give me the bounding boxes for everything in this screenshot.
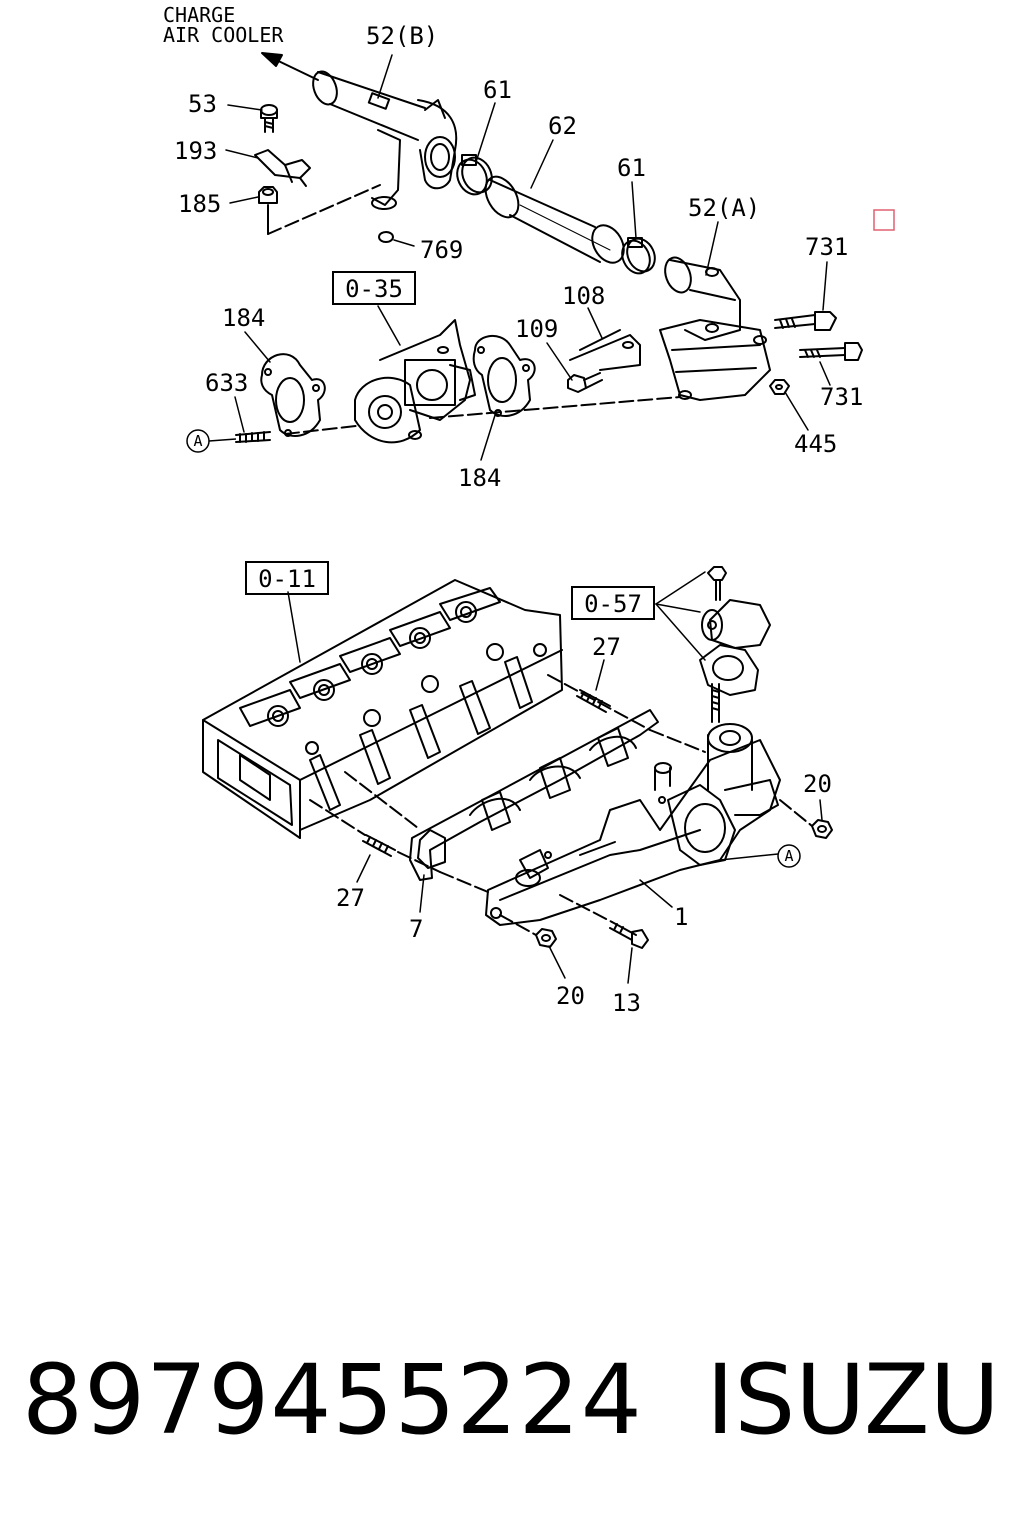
label-731-lower: 731: [820, 383, 863, 411]
note-charge: CHARGE: [163, 3, 235, 27]
label-193: 193: [174, 137, 217, 165]
alignment-lines-bottom: [309, 674, 813, 936]
egr-valve: [699, 566, 771, 696]
label-61-right: 61: [617, 154, 646, 182]
leader-lines-top: [225, 54, 831, 461]
hose-clamp-61-left: [456, 154, 493, 196]
washer-769: [378, 231, 394, 243]
charge-air-cooler-arrow: [261, 52, 319, 81]
nut-20-bottom: [535, 928, 557, 948]
nut-20-right: [811, 819, 833, 839]
reference-marker-a-bottom: A: [777, 844, 801, 868]
label-1: 1: [674, 903, 688, 931]
stud-633: [235, 431, 271, 443]
note-air-cooler: AIR COOLER: [163, 23, 284, 47]
intake-manifold: [485, 723, 781, 926]
svg-text:A: A: [784, 847, 793, 865]
egr-stud: [711, 683, 720, 723]
label-731-upper: 731: [805, 233, 848, 261]
nut-185: [258, 186, 278, 204]
label-62: 62: [548, 112, 577, 140]
nut-445: [769, 379, 790, 395]
stud-27-lower: [362, 834, 396, 857]
cylinder-head: [202, 579, 563, 839]
svg-text:0-57: 0-57: [584, 590, 642, 618]
alignment-line-top: [267, 184, 681, 435]
label-13: 13: [612, 989, 641, 1017]
bracket-108: [569, 329, 641, 371]
stud-27-upper: [576, 689, 611, 713]
hose-62: [484, 175, 625, 264]
bolt-13: [609, 921, 649, 949]
label-27-upper: 27: [592, 633, 621, 661]
clip-193: [254, 149, 311, 187]
label-20-right: 20: [803, 770, 832, 798]
label-61-left: 61: [483, 76, 512, 104]
bolt-731-lower: [799, 342, 863, 361]
ref-box-0-11: 0-11: [245, 561, 329, 595]
label-109: 109: [515, 315, 558, 343]
part-number: 8979455224: [22, 1344, 643, 1456]
label-20-bottom: 20: [556, 982, 585, 1010]
svg-text:A: A: [193, 432, 202, 450]
label-769: 769: [420, 236, 463, 264]
label-27-lower: 27: [336, 884, 365, 912]
gasket-184-left: [260, 353, 326, 437]
label-184-left: 184: [222, 304, 265, 332]
highlight-marker: [873, 209, 895, 231]
label-108: 108: [562, 282, 605, 310]
hose-clamp-61-right: [621, 237, 656, 275]
pipe-52b: [312, 70, 458, 210]
label-184-right: 184: [458, 464, 501, 492]
pipe-52a: [659, 256, 771, 401]
ref-box-0-57: 0-57: [571, 586, 655, 620]
label-445: 445: [794, 430, 837, 458]
caption-bar: 8979455224 ISUZU: [0, 1345, 1024, 1475]
label-633: 633: [205, 369, 248, 397]
leader-lines-bottom: [287, 571, 823, 984]
label-185: 185: [178, 190, 221, 218]
gasket-7: [409, 709, 659, 881]
gasket-184-right: [472, 335, 536, 417]
svg-text:0-35: 0-35: [345, 275, 403, 303]
bolt-731-upper: [774, 311, 837, 331]
reference-marker-a-top: A: [186, 429, 237, 453]
label-52b: 52(B): [366, 22, 438, 50]
bolt-109: [567, 372, 603, 393]
svg-text:0-11: 0-11: [258, 565, 316, 593]
label-53: 53: [188, 90, 217, 118]
throttle-valve-assembly: [354, 319, 476, 444]
ref-box-0-35: 0-35: [332, 271, 416, 305]
brand-name: ISUZU: [706, 1344, 1000, 1456]
bolt-53: [260, 104, 278, 133]
label-7: 7: [409, 915, 423, 943]
label-52a: 52(A): [688, 194, 760, 222]
